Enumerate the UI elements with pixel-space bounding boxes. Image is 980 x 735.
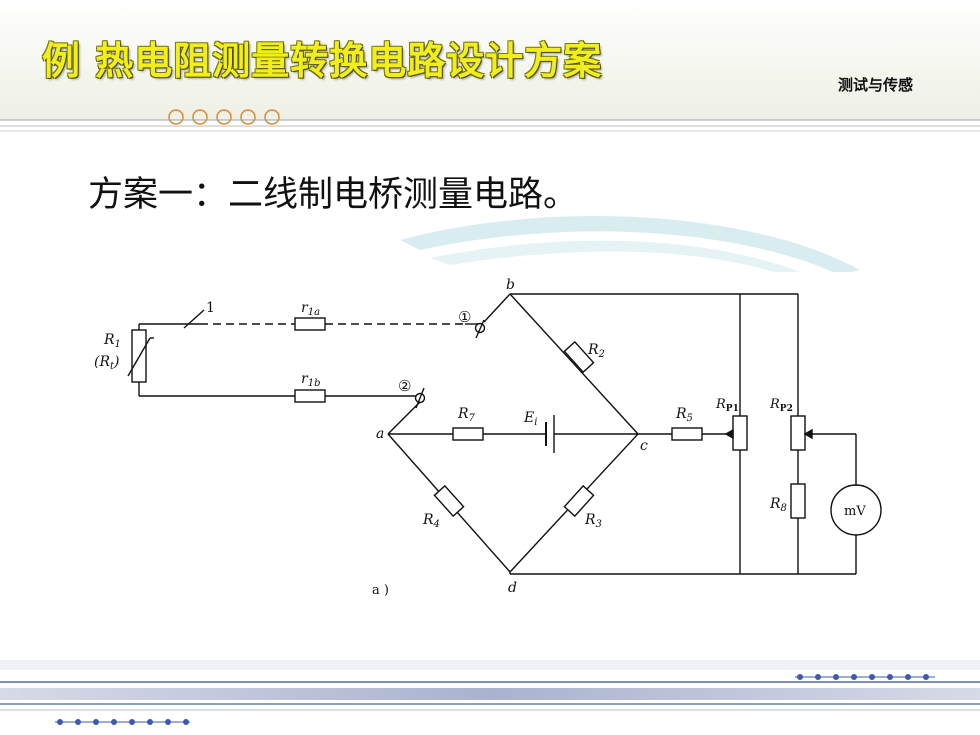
label-terminal-1: ① [458,308,471,326]
label-node-b: b [506,277,515,293]
potentiometer-rp2 [790,415,806,451]
resistor-r8 [790,483,806,519]
resistor-r5 [671,427,703,441]
header-circles [168,109,280,125]
label-r1a: r1a [301,300,320,318]
label-rt: (Rt) [94,354,120,372]
resistor-r3 [563,484,595,518]
slide-subtitle: 方案一：二线制电桥测量电路。 [88,175,579,215]
label-node-c: c [640,438,648,454]
slide-title: 例 热电阻测量转换电路设计方案 [42,39,603,83]
terminal-1 [474,322,486,334]
label-node-d: d [508,580,517,596]
label-terminal-2: ② [398,377,411,395]
label-r4: R4 [422,512,440,530]
brand-label: 测试与传感 [838,76,914,94]
lead-resistor-r1b [294,389,326,403]
label-r1: R1 [103,332,121,350]
label-rp2: RP2 [769,397,793,414]
label-r3: R3 [584,512,602,530]
label-r5: R5 [675,406,693,424]
label-rp1: RP1 [715,397,739,414]
figure-caption: a ) [372,583,389,598]
wire-number-label: 1 [206,300,215,316]
resistor-r7 [452,427,484,441]
label-node-a: a [376,426,384,442]
label-r2: R2 [587,342,605,360]
resistor-r4 [433,484,465,518]
potentiometer-rp1 [732,415,748,451]
header-background [0,0,980,120]
resistor-r2 [563,340,595,374]
label-r8: R8 [769,496,787,514]
label-r7: R7 [457,406,476,424]
header-divider [0,109,980,132]
footer-decoration [0,660,980,725]
bridge-circuit-diagram: 1 R1 (Rt) r1a r1b ① ② a b c d R2 R3 R4 R… [80,272,980,612]
label-meter: mV [844,504,866,519]
label-ei: Ei [523,410,537,428]
decorative-swoosh [400,216,860,280]
label-r1b: r1b [301,371,320,389]
lead-resistor-r1a [294,317,326,331]
